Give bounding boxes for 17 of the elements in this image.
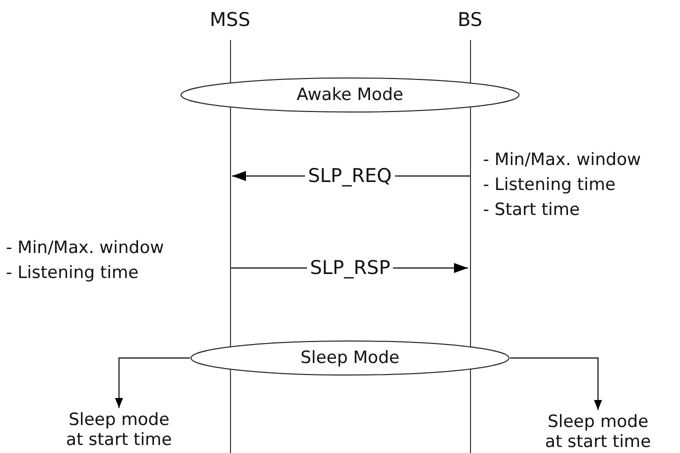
parameter-note: - Min/Max. window <box>6 238 164 258</box>
state-ellipse <box>180 77 520 113</box>
state-ellipse <box>190 340 510 376</box>
message-label: SLP_REQ <box>305 165 395 187</box>
message-label: SLP_RSP <box>307 257 394 279</box>
parameter-note: - Min/Max. window <box>483 150 641 170</box>
state-label: Awake Mode <box>296 85 404 105</box>
arrow <box>115 357 190 408</box>
arrow <box>510 357 602 410</box>
state-note: Sleep mode at start time <box>537 412 659 452</box>
lifeline-title: MSS <box>208 10 252 30</box>
parameter-note: - Listening time <box>6 263 139 283</box>
state-label: Sleep Mode <box>300 348 400 368</box>
parameter-note: - Start time <box>483 200 580 220</box>
state-note: Sleep mode at start time <box>58 410 180 450</box>
parameter-note: - Listening time <box>483 175 616 195</box>
lifeline-title: BS <box>456 10 484 30</box>
